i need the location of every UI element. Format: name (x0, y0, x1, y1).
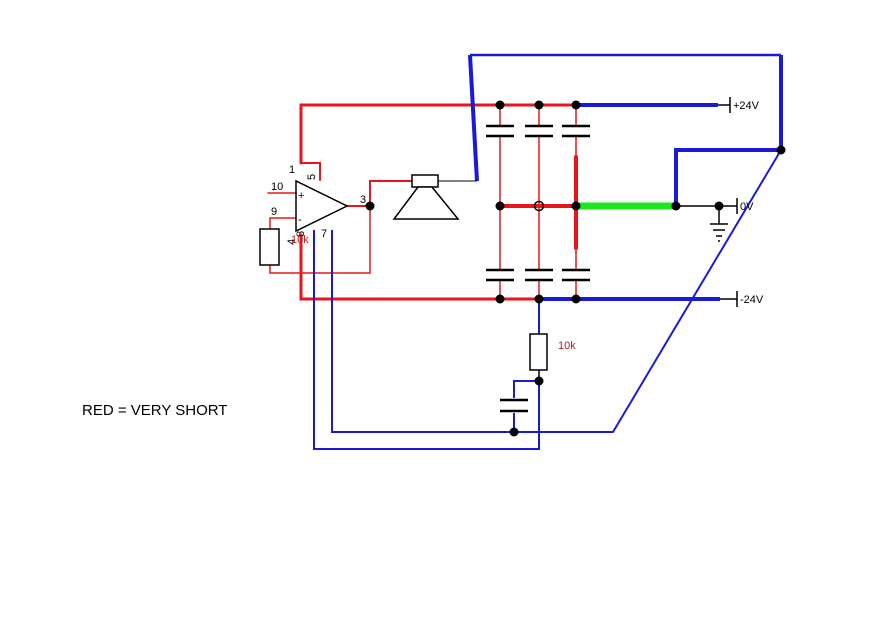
pos-rail-label: +24V (733, 100, 760, 112)
junction-dot (534, 100, 544, 110)
feedback-resistor-value: 10k (291, 234, 309, 246)
speaker-icon (392, 174, 460, 220)
junction-dot (571, 294, 581, 304)
pin-7-label: 7 (321, 228, 327, 240)
legend-note: RED = VERY SHORT (82, 402, 227, 419)
junction-dot (509, 427, 519, 437)
feedback-resistor (259, 228, 280, 266)
junction-dot (495, 100, 505, 110)
pin-10-label: 10 (271, 181, 283, 193)
decoupling-resistor-value: 10k (558, 340, 576, 352)
junction-dot (714, 201, 724, 211)
junction-dot (571, 201, 581, 211)
blue-wires (313, 53, 783, 450)
red-bottom-rail-wire (299, 233, 580, 301)
blue-pin7-return (313, 230, 540, 450)
pin-9-label: 9 (271, 206, 277, 218)
pin-5-label: 5 (306, 174, 318, 180)
neg-rail-label: -24V (740, 294, 764, 306)
pin-1-label: 1 (289, 164, 295, 176)
red-output-wire (346, 180, 413, 207)
junction-dot (365, 201, 375, 211)
decoupling-resistor (529, 333, 548, 371)
pin-8-label: 8 (295, 231, 307, 237)
junction-dot (776, 145, 786, 155)
capacitor-bottom-row (486, 268, 590, 282)
junction-dot (495, 294, 505, 304)
junction-dot (533, 200, 545, 212)
junction-dot (534, 376, 544, 386)
decoupling-capacitor (500, 398, 528, 413)
junction-dot (534, 294, 544, 304)
rail-terminals (718, 97, 738, 307)
pin-3-label: 3 (360, 194, 366, 206)
blue-diagonal-return (331, 149, 782, 433)
op-amp-plus-sign: + (298, 190, 304, 202)
junction-dots (365, 100, 786, 437)
op-amp-minus-sign: - (298, 214, 302, 226)
junction-dot (495, 201, 505, 211)
ground-symbol (710, 206, 728, 242)
pin-4-label: 4 (286, 239, 298, 245)
blue-decouple-cap-top (513, 380, 539, 398)
red-top-rail-wire (299, 103, 580, 165)
op-amp-body (295, 179, 349, 233)
red-feedback-top-wire (269, 217, 297, 231)
junction-dot (671, 201, 681, 211)
junction-dot (571, 100, 581, 110)
gnd-rail-label: 0V (740, 201, 754, 213)
capacitor-top-row (486, 124, 590, 138)
blue-left-diagonal (468, 54, 479, 182)
red-feedback-wire (269, 205, 371, 274)
op-amp: + - (295, 179, 349, 233)
blue-star-ground (674, 148, 781, 206)
red-pin1-wire (300, 162, 321, 181)
